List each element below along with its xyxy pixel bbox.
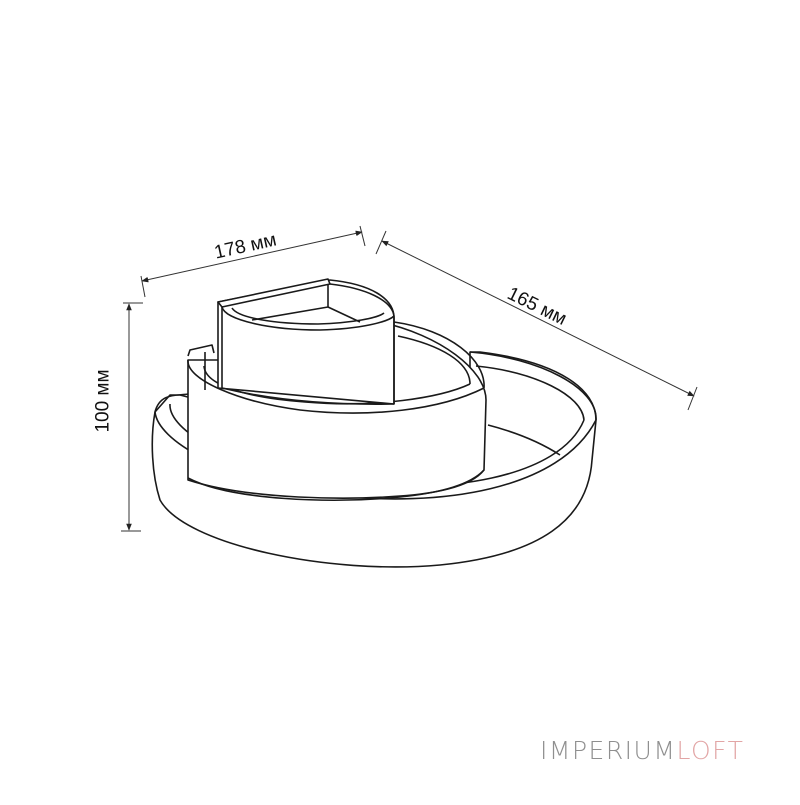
logo-part-imperium: IMPERIUM — [540, 736, 677, 765]
width-dimension-line — [140, 225, 366, 298]
depth-dimension-line — [375, 230, 698, 411]
height-dimension-label: 100 мм — [92, 369, 114, 433]
height-dimension-line — [121, 302, 143, 532]
logo-part-loft: LOFT — [676, 736, 745, 765]
lamp-outline — [151, 278, 597, 568]
imperiumloft-logo: IMPERIUMLOFT — [540, 736, 744, 765]
